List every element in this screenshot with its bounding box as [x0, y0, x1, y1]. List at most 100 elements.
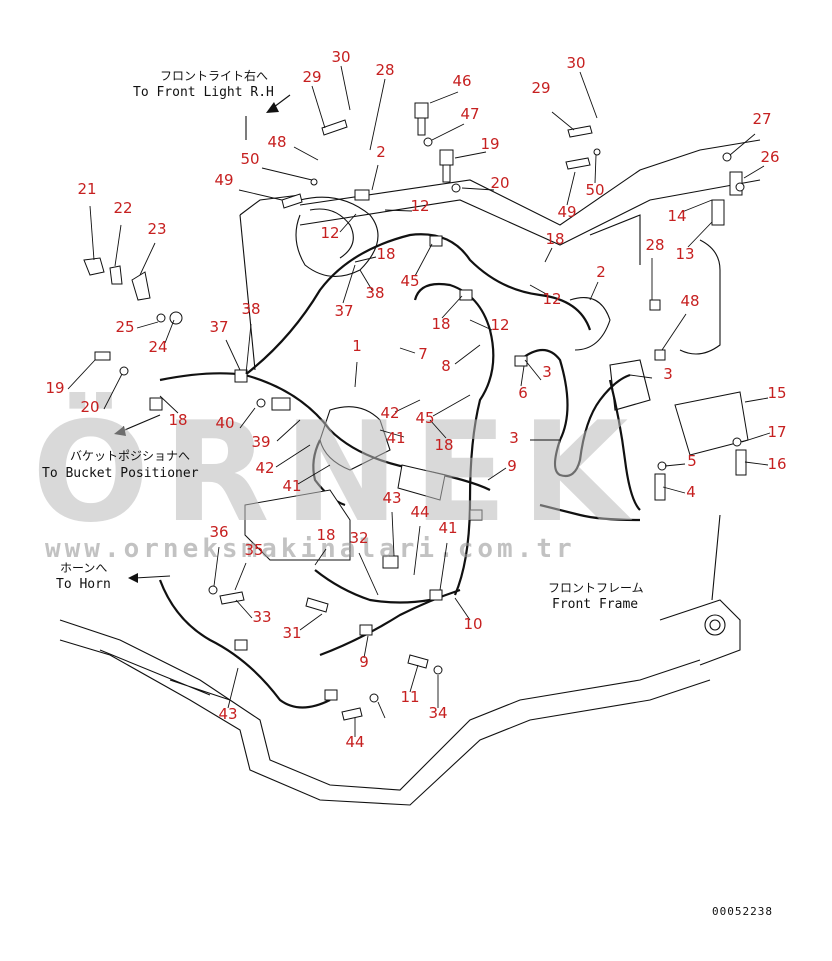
leader-line: [431, 123, 465, 141]
leader-line: [276, 419, 301, 442]
leader-line: [566, 171, 576, 206]
callout-18: 18: [168, 411, 187, 429]
leader-line: [261, 167, 313, 181]
callout-9: 9: [507, 457, 517, 475]
leader-line: [461, 187, 495, 191]
callout-44: 44: [410, 503, 429, 521]
callout-45: 45: [400, 272, 419, 290]
watermark: ÖRNEK www.orneksmakinalari.com.tr: [32, 392, 642, 564]
leader-line: [520, 365, 525, 387]
leader-line: [359, 269, 373, 291]
callout-24: 24: [148, 338, 167, 356]
leader-line: [299, 613, 323, 631]
leader-line: [358, 552, 379, 596]
callout-29: 29: [302, 68, 321, 86]
callout-6: 6: [518, 384, 528, 402]
callout-11: 11: [400, 688, 419, 706]
callout-19: 19: [45, 379, 64, 397]
callout-41: 41: [438, 519, 457, 537]
leader-line: [342, 264, 356, 304]
callout-23: 23: [147, 220, 166, 238]
leader-line: [429, 419, 447, 439]
callout-22: 22: [113, 199, 132, 217]
leader-line: [741, 432, 771, 443]
callout-43: 43: [382, 489, 401, 507]
leader-line: [487, 467, 507, 481]
leader-line: [454, 151, 487, 159]
callout-18: 18: [376, 245, 395, 263]
callout-8: 8: [441, 357, 451, 375]
callout-12: 12: [542, 290, 561, 308]
leader-line: [227, 667, 239, 709]
note-frame-jp: フロントフレーム: [548, 581, 644, 595]
callout-20: 20: [490, 174, 509, 192]
callout-9: 9: [359, 653, 369, 671]
leader-line: [579, 71, 598, 119]
leader-line: [661, 313, 687, 351]
leader-line: [363, 635, 369, 659]
leader-line: [114, 224, 122, 267]
callout-16: 16: [767, 455, 786, 473]
callout-27: 27: [752, 110, 771, 128]
leader-line: [103, 373, 123, 410]
leader-line: [629, 374, 653, 379]
callout-14: 14: [667, 207, 686, 225]
leader-line: [245, 323, 252, 375]
callout-12: 12: [410, 197, 429, 215]
callout-5: 5: [687, 452, 697, 470]
callout-49: 49: [214, 171, 233, 189]
leader-line: [744, 397, 769, 403]
leader-line: [432, 394, 471, 417]
leader-line: [687, 221, 713, 248]
leader-line: [681, 199, 713, 213]
leader-line: [409, 664, 419, 693]
callout-7: 7: [418, 345, 428, 363]
callout-42: 42: [380, 404, 399, 422]
leader-line: [544, 247, 553, 263]
callout-41: 41: [386, 429, 405, 447]
note-bucket-jp: バケットポジショナへ: [70, 449, 190, 463]
leader-line: [744, 461, 769, 466]
leader-line: [369, 78, 386, 151]
callout-48: 48: [267, 133, 286, 151]
leader-line: [136, 321, 159, 329]
leader-line: [340, 65, 351, 111]
callout-3: 3: [663, 365, 673, 383]
callout-20: 20: [80, 398, 99, 416]
leader-line: [439, 542, 448, 591]
callout-leaders: [67, 65, 771, 737]
leader-line: [664, 463, 686, 467]
callout-12: 12: [320, 224, 339, 242]
leader-line: [454, 344, 481, 365]
callout-13: 13: [675, 245, 694, 263]
watermark-brand: ÖRNEK: [32, 392, 642, 553]
leader-line: [454, 597, 471, 621]
leader-line: [594, 154, 597, 184]
callout-47: 47: [460, 105, 479, 123]
callout-50: 50: [585, 181, 604, 199]
leader-line: [354, 361, 358, 388]
callout-28: 28: [375, 61, 394, 79]
callout-42: 42: [255, 459, 274, 477]
callout-19: 19: [480, 135, 499, 153]
leader-line: [164, 319, 175, 344]
leader-line: [551, 111, 575, 131]
note-front-light-jp: フロントライト右へ: [160, 68, 268, 83]
leader-line: [399, 347, 416, 354]
leader-line: [377, 701, 386, 719]
leader-line: [275, 444, 311, 468]
leader-line: [311, 85, 326, 129]
leader-line: [662, 486, 686, 494]
callout-44: 44: [345, 733, 364, 751]
callout-48: 48: [680, 292, 699, 310]
leader-line: [89, 205, 95, 261]
callout-39: 39: [251, 433, 270, 451]
callout-1: 1: [352, 337, 362, 355]
notes: フロントライト右へ To Front Light R.H バケットポジショナへ …: [42, 68, 772, 918]
callout-37: 37: [334, 302, 353, 320]
callout-18: 18: [431, 315, 450, 333]
leader-line: [297, 464, 331, 485]
callout-18: 18: [316, 526, 335, 544]
